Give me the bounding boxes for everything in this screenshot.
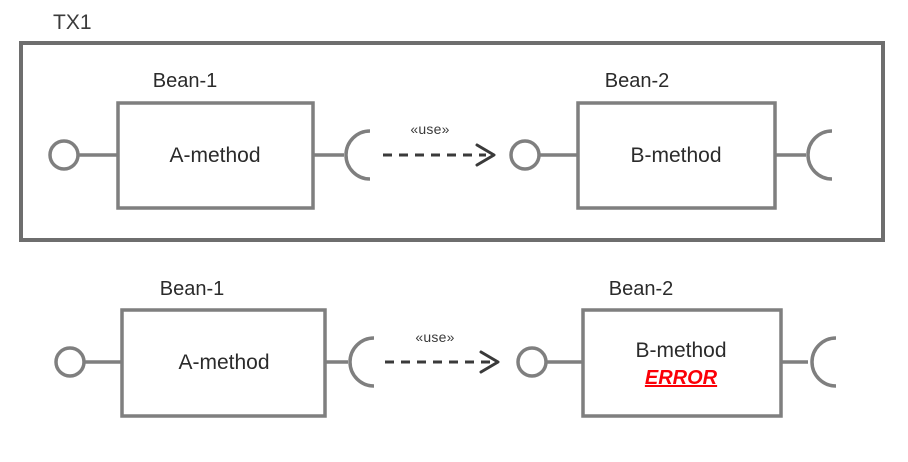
- method-label-b-method-top: B-method: [630, 144, 722, 167]
- provided-interface-circle-bean2-bottom[interactable]: [516, 346, 548, 378]
- required-interface-socket-bean1-bottom[interactable]: [348, 336, 375, 388]
- dependency-stereotype-label-bottom: «use»: [415, 329, 455, 345]
- dependency-arrowhead-top: [475, 143, 496, 167]
- method-label-a-method-bottom: A-method: [178, 351, 270, 374]
- required-interface-socket-bean2-top[interactable]: [806, 129, 833, 181]
- transaction-label-tx1: TX1: [53, 11, 92, 34]
- method-label-b-method-bottom: B-method: [635, 339, 727, 362]
- component-box-bean2-bottom[interactable]: [581, 308, 783, 418]
- component-label-bean2-top: Bean-2: [604, 70, 670, 92]
- provided-interface-circle-bean1-bottom[interactable]: [54, 346, 86, 378]
- component-label-bean1-bottom: Bean-1: [159, 278, 225, 300]
- component-box-bean1-top[interactable]: [116, 101, 315, 210]
- component-box-bean1-bottom[interactable]: [120, 308, 327, 418]
- required-interface-socket-bean2-bottom[interactable]: [810, 336, 837, 388]
- dependency-arrowhead-bottom: [479, 350, 500, 374]
- component-box-bean2-top[interactable]: [576, 101, 777, 210]
- component-label-bean2-bottom: Bean-2: [608, 278, 674, 300]
- dependency-stereotype-label-top: «use»: [410, 121, 450, 137]
- required-interface-socket-bean1-top[interactable]: [344, 129, 371, 181]
- method-label-a-method-top: A-method: [169, 144, 261, 167]
- provided-interface-circle-bean1-top[interactable]: [48, 139, 80, 171]
- provided-interface-circle-bean2-top[interactable]: [509, 139, 541, 171]
- transaction-boundary-tx1[interactable]: [19, 41, 885, 242]
- component-label-bean1-top: Bean-1: [152, 70, 218, 92]
- error-status-label: ERROR: [644, 367, 718, 389]
